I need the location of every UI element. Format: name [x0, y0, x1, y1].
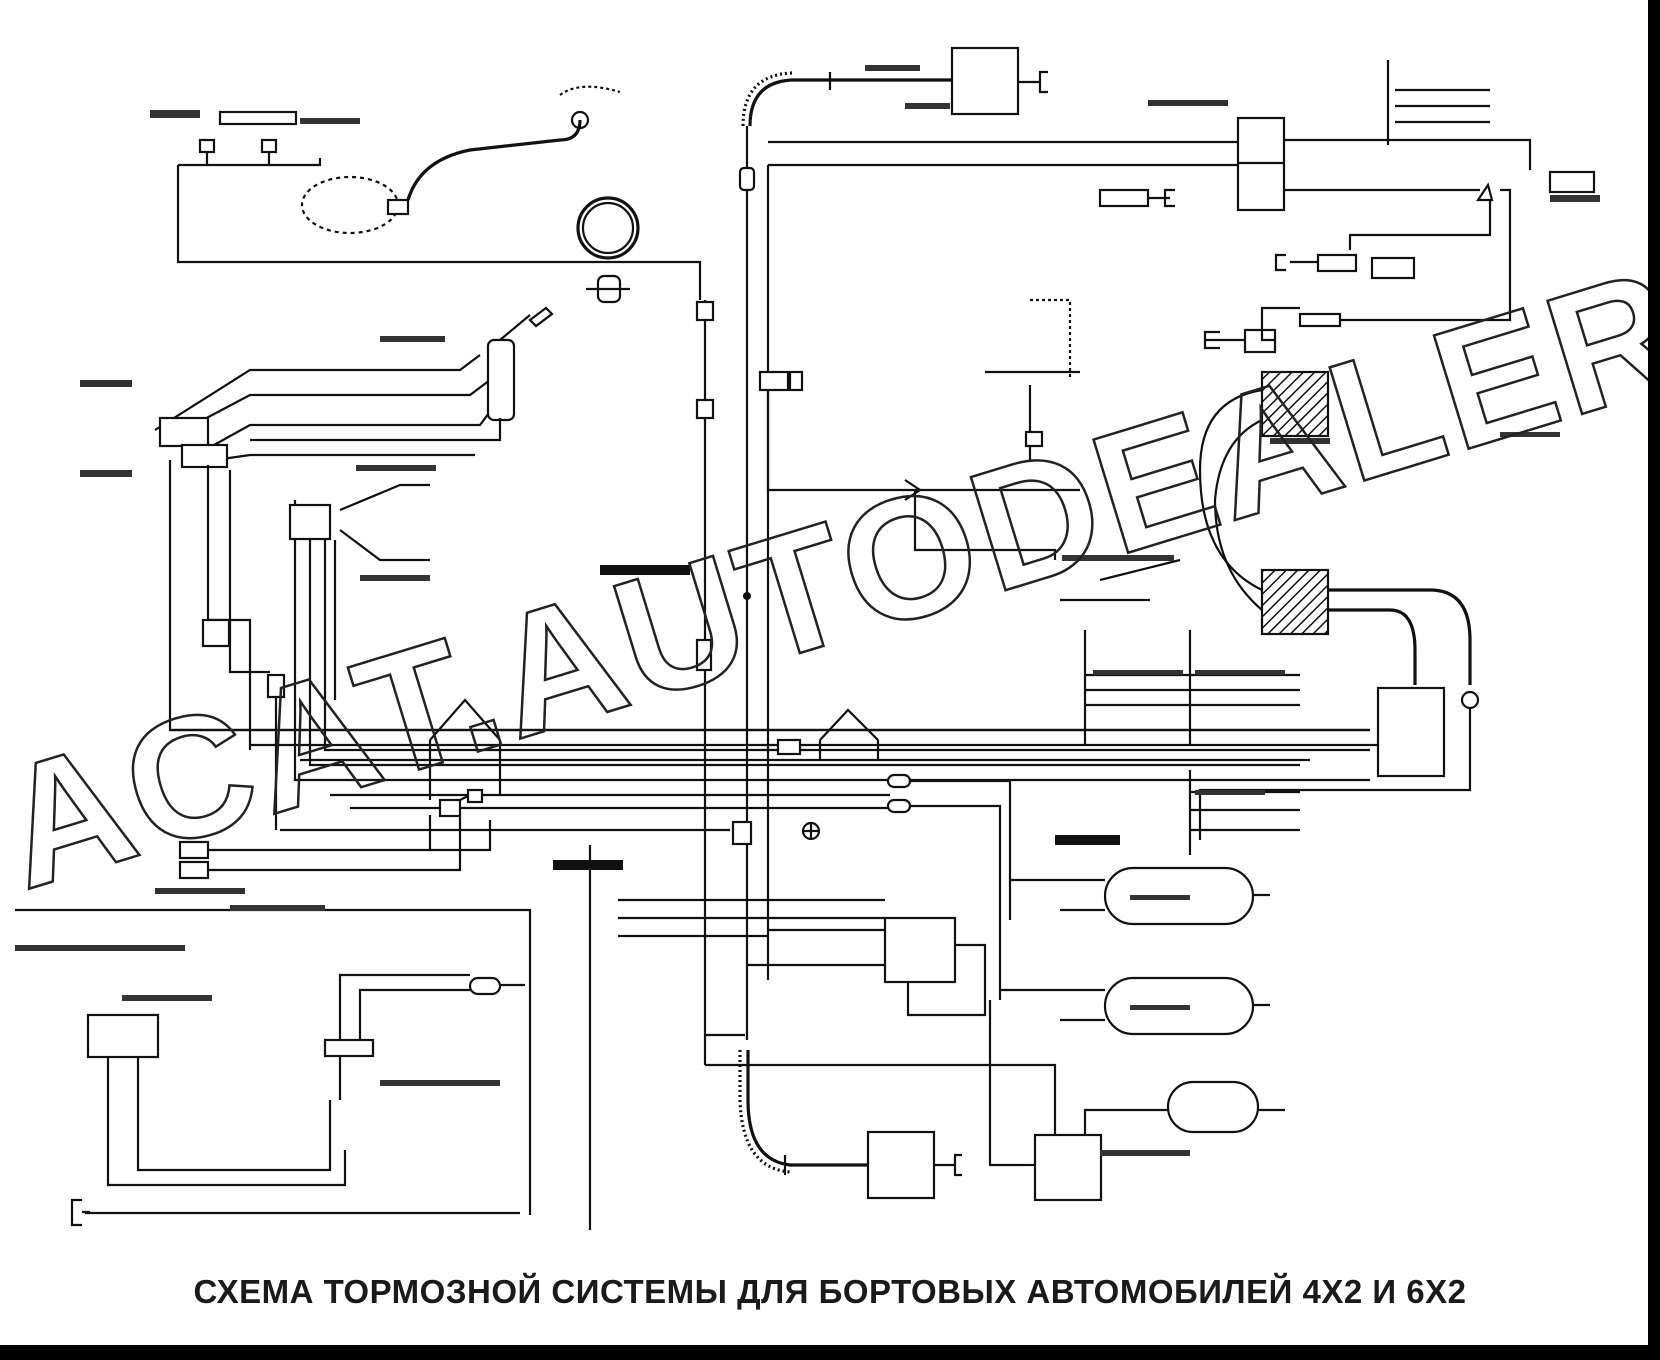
- main-air-buses: [170, 698, 1380, 1000]
- air-dryer: [576, 196, 640, 304]
- center-right-valves: [758, 298, 1181, 602]
- frame-border-bottom: [0, 1345, 1660, 1360]
- trailer-brake-subdiagram: [15, 845, 592, 1230]
- frame-border-right: [1648, 0, 1660, 1360]
- right-signal-lines: [1083, 630, 1300, 855]
- four-circuit-protection-valve: [618, 898, 987, 1017]
- diagram-title: СХЕМА ТОРМОЗНОЙ СИСТЕМЫ ДЛЯ БОРТОВЫХ АВТ…: [193, 1273, 1467, 1310]
- compressor-section: [176, 85, 702, 300]
- front-brake-chamber-lower: [703, 1035, 1057, 1200]
- component-annotations: [15, 65, 1600, 1156]
- relay-valve-cluster: [768, 60, 1596, 354]
- foot-brake-valve: [288, 483, 1370, 782]
- trailer-control-valve: [988, 1000, 1285, 1202]
- rear-spring-brakes: [1198, 370, 1480, 840]
